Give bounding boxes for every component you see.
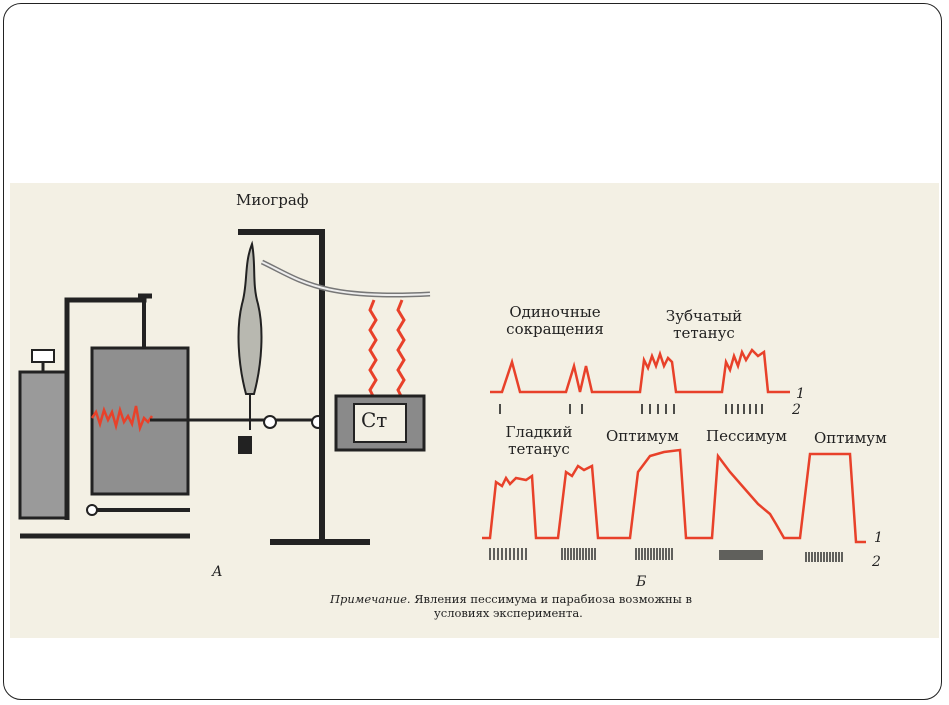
row-bottom-1: 1 (874, 530, 883, 546)
stimulator-face (353, 403, 407, 443)
note-line-2: условиях эксперимента. (434, 606, 583, 620)
label-smooth-tetanus: Гладкий тетанус (505, 423, 573, 458)
label-optimum-1: Оптимум (606, 427, 679, 445)
panel-b-letter: Б (636, 574, 647, 590)
stim-wire-1 (368, 299, 378, 399)
figure-note: Примечание. Явления пессимума и парабиоз… (330, 592, 692, 620)
frame (64, 293, 152, 520)
trace-bottom (482, 448, 866, 544)
weight-icon (238, 436, 252, 454)
row-bottom-2: 2 (872, 554, 881, 570)
label-pessimum: Пессимум (706, 427, 787, 445)
stimulus-marks-bottom (489, 548, 843, 562)
muscle-icon (237, 240, 263, 395)
label-serrated-tetanus: Зубчатый тетанус (665, 307, 743, 342)
myograph-title: Миограф (236, 191, 309, 209)
electrode-cable (260, 259, 431, 298)
stimulus-marks-top (499, 404, 763, 414)
electrode-cable-inner (261, 261, 431, 297)
recorded-trace-icon (90, 405, 154, 433)
stimulator-label: Ст (361, 408, 388, 432)
trace-top (490, 347, 790, 394)
row-top-1: 1 (796, 386, 805, 402)
drum-cap (31, 349, 55, 363)
label-single-contractions: Одиночные сокращения (506, 303, 604, 338)
row-top-2: 2 (792, 402, 801, 418)
pivot-1 (263, 415, 277, 429)
base-wheel (86, 504, 98, 516)
note-line-1: Явления пессимума и парабиоза возможны в (414, 592, 692, 606)
myograph-stand (238, 229, 325, 542)
stim-wire-2 (396, 299, 406, 399)
label-optimum-2: Оптимум (814, 429, 887, 447)
note-prefix: Примечание. (330, 592, 411, 606)
panel-a-letter: А (212, 564, 223, 580)
kymograph-drum-left (18, 370, 68, 520)
